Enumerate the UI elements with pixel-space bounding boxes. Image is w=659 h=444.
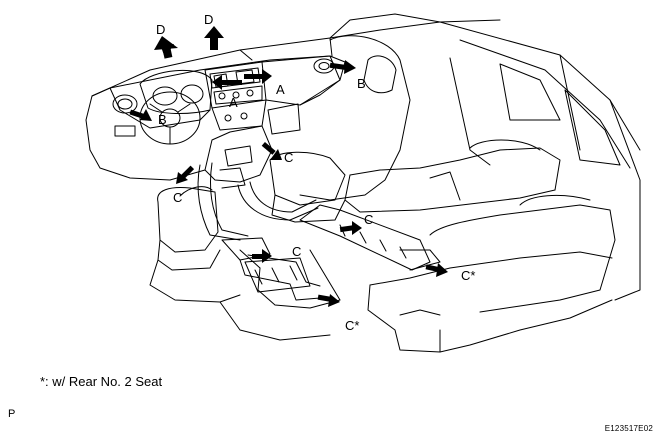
dashboard bbox=[85, 37, 346, 183]
label-a-right: A bbox=[276, 82, 285, 97]
arrow-c-front-left bbox=[176, 165, 195, 184]
label-c-center: C bbox=[292, 244, 302, 259]
arrow-c-center bbox=[252, 249, 272, 263]
arrow-b-left bbox=[129, 109, 152, 121]
arrow-d-left bbox=[154, 36, 178, 59]
air-ducts bbox=[197, 162, 441, 301]
label-c-front-left: C bbox=[173, 190, 183, 205]
label-b-left: B bbox=[158, 112, 167, 127]
figure-code: E123517E02 bbox=[604, 424, 653, 433]
arrow-c-front-right bbox=[261, 141, 282, 160]
arrow-a-left bbox=[212, 75, 242, 90]
footnote: *: w/ Rear No. 2 Seat bbox=[40, 374, 163, 389]
label-a-left: A bbox=[229, 95, 238, 110]
arrow-c-rear-upper bbox=[339, 221, 362, 235]
front-seats bbox=[157, 35, 411, 271]
p-mark: P bbox=[8, 408, 16, 420]
label-d-right: D bbox=[204, 12, 214, 27]
label-b-right: B bbox=[357, 76, 366, 91]
body-outline bbox=[91, 13, 641, 301]
label-c-front-right: C bbox=[284, 150, 294, 165]
arrow-b-right bbox=[329, 60, 356, 74]
arrow-c-star-lower bbox=[317, 294, 340, 307]
label-c-star-lower: C* bbox=[345, 318, 360, 333]
floor-and-console bbox=[149, 249, 341, 341]
label-c-rear-upper: C bbox=[364, 212, 374, 227]
direction-arrows bbox=[129, 26, 448, 307]
rear-seats bbox=[344, 139, 616, 353]
arrow-c-star-rear bbox=[425, 263, 448, 277]
arrow-d-right bbox=[204, 26, 224, 50]
label-c-star-rear: C* bbox=[461, 268, 476, 283]
label-d-left: D bbox=[156, 22, 166, 37]
arrow-a-right bbox=[244, 69, 272, 84]
